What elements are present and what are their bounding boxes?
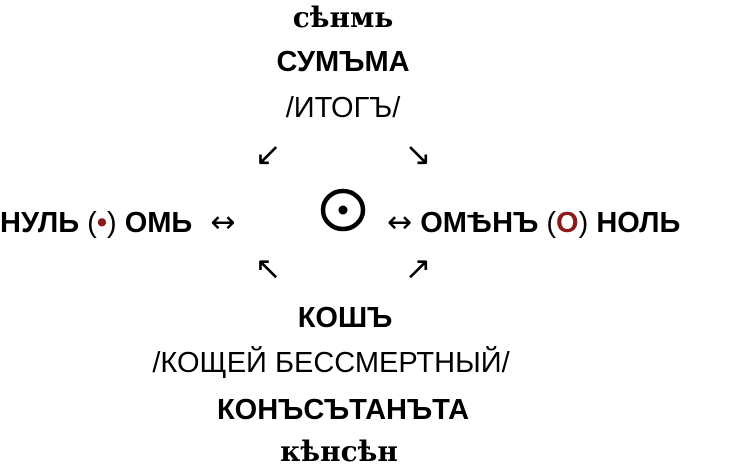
top-title: СУМЪМА — [276, 46, 410, 78]
right-double-arrow-icon: ↔ — [387, 205, 413, 240]
top-subtitle: /ИТОГЪ/ — [285, 92, 401, 124]
top-old-script-word: сѣнмь — [292, 1, 394, 34]
arrow-top-left-icon: ↙ — [254, 135, 282, 173]
right-word-nol: НОЛЬ — [596, 207, 681, 239]
bottom-old-script-word: кѣнсѣн — [280, 435, 398, 468]
right-word-omen: ОМѢНЪ — [420, 207, 539, 239]
right-red-letter: О — [556, 207, 579, 239]
left-red-dot: • — [96, 207, 107, 239]
bottom-subtitle: /КОЩЕЙ БЕССМЕРТНЫЙ/ — [152, 347, 510, 379]
right-close-paren: ) — [578, 207, 589, 239]
right-open-paren: ( — [546, 207, 557, 239]
left-close-paren: ) — [106, 207, 117, 239]
left-word-om: ОМЬ — [124, 207, 193, 239]
bottom-title-2: КОНЪСЪТАНЪТА — [216, 394, 470, 426]
left-row: НУЛЬ (•) ОМЬ ↔ — [0, 208, 235, 238]
left-word-nul: НУЛЬ — [0, 207, 80, 239]
left-open-paren: ( — [87, 207, 97, 239]
left-double-arrow-icon: ↔ — [210, 205, 236, 240]
sun-symbol-icon — [320, 188, 366, 232]
arrow-bottom-right-icon: ↗ — [404, 249, 432, 287]
right-row: ↔ ОМѢНЪ (О) НОЛЬ — [387, 208, 680, 238]
arrow-bottom-left-icon: ↖ — [254, 249, 282, 287]
arrow-top-right-icon: ↘ — [404, 135, 432, 173]
bottom-title: КОШЪ — [297, 302, 393, 334]
